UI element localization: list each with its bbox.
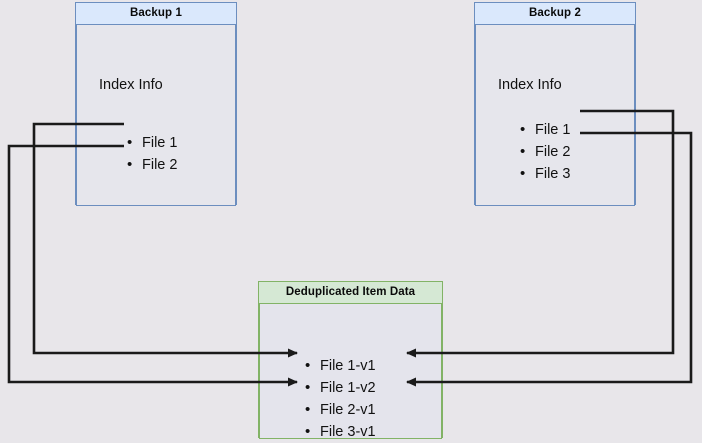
list-item: File 2 [125, 154, 177, 176]
deduplicated-item-list: File 1-v1 File 1-v2 File 2-v1 File 3-v1 [303, 355, 376, 443]
backup-2-box: Backup 2 Index Info File 1 File 2 File 3 [474, 2, 636, 206]
backup-2-header: Backup 2 [475, 3, 635, 25]
list-item: File 1-v2 [303, 377, 376, 399]
backup-2-body: Index Info File 1 File 2 File 3 [475, 25, 635, 206]
backup-2-file-list: File 1 File 2 File 3 [518, 119, 570, 185]
deduplicated-item-data-box: Deduplicated Item Data File 1-v1 File 1-… [258, 281, 443, 443]
list-item: File 2-v1 [303, 399, 376, 421]
list-item: File 1 [125, 132, 177, 154]
backup-2-index-info-label: Index Info [498, 77, 562, 93]
list-item: File 1 [518, 119, 570, 141]
backup-1-header: Backup 1 [76, 3, 236, 25]
list-item: File 1-v1 [303, 355, 376, 377]
backup-1-file-list: File 1 File 2 [125, 132, 177, 176]
deduplicated-item-data-header: Deduplicated Item Data [259, 282, 442, 304]
deduplicated-item-data-body: File 1-v1 File 1-v2 File 2-v1 File 3-v1 [259, 304, 442, 443]
list-item: File 2 [518, 141, 570, 163]
backup-1-box: Backup 1 Index Info File 1 File 2 [75, 2, 237, 206]
list-item: File 3-v1 [303, 421, 376, 443]
backup-1-body: Index Info File 1 File 2 [76, 25, 236, 206]
backup-1-index-info-label: Index Info [99, 77, 163, 93]
list-item: File 3 [518, 163, 570, 185]
